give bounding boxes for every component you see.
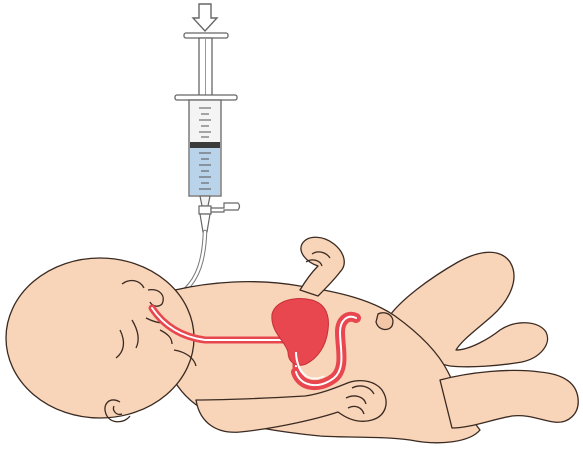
side-port bbox=[211, 203, 240, 212]
tube-connector bbox=[199, 206, 211, 214]
finger-flange bbox=[175, 95, 237, 100]
syringe bbox=[175, 33, 240, 232]
infant-head bbox=[6, 258, 194, 418]
down-arrow-icon bbox=[193, 4, 217, 31]
infant-navel bbox=[376, 313, 393, 330]
syringe-tip bbox=[200, 196, 210, 206]
plunger-stopper bbox=[190, 142, 220, 148]
infant-lower-leg bbox=[440, 370, 578, 428]
plunger-thumb-rest bbox=[184, 33, 228, 38]
infant-raised-arm bbox=[300, 237, 344, 296]
